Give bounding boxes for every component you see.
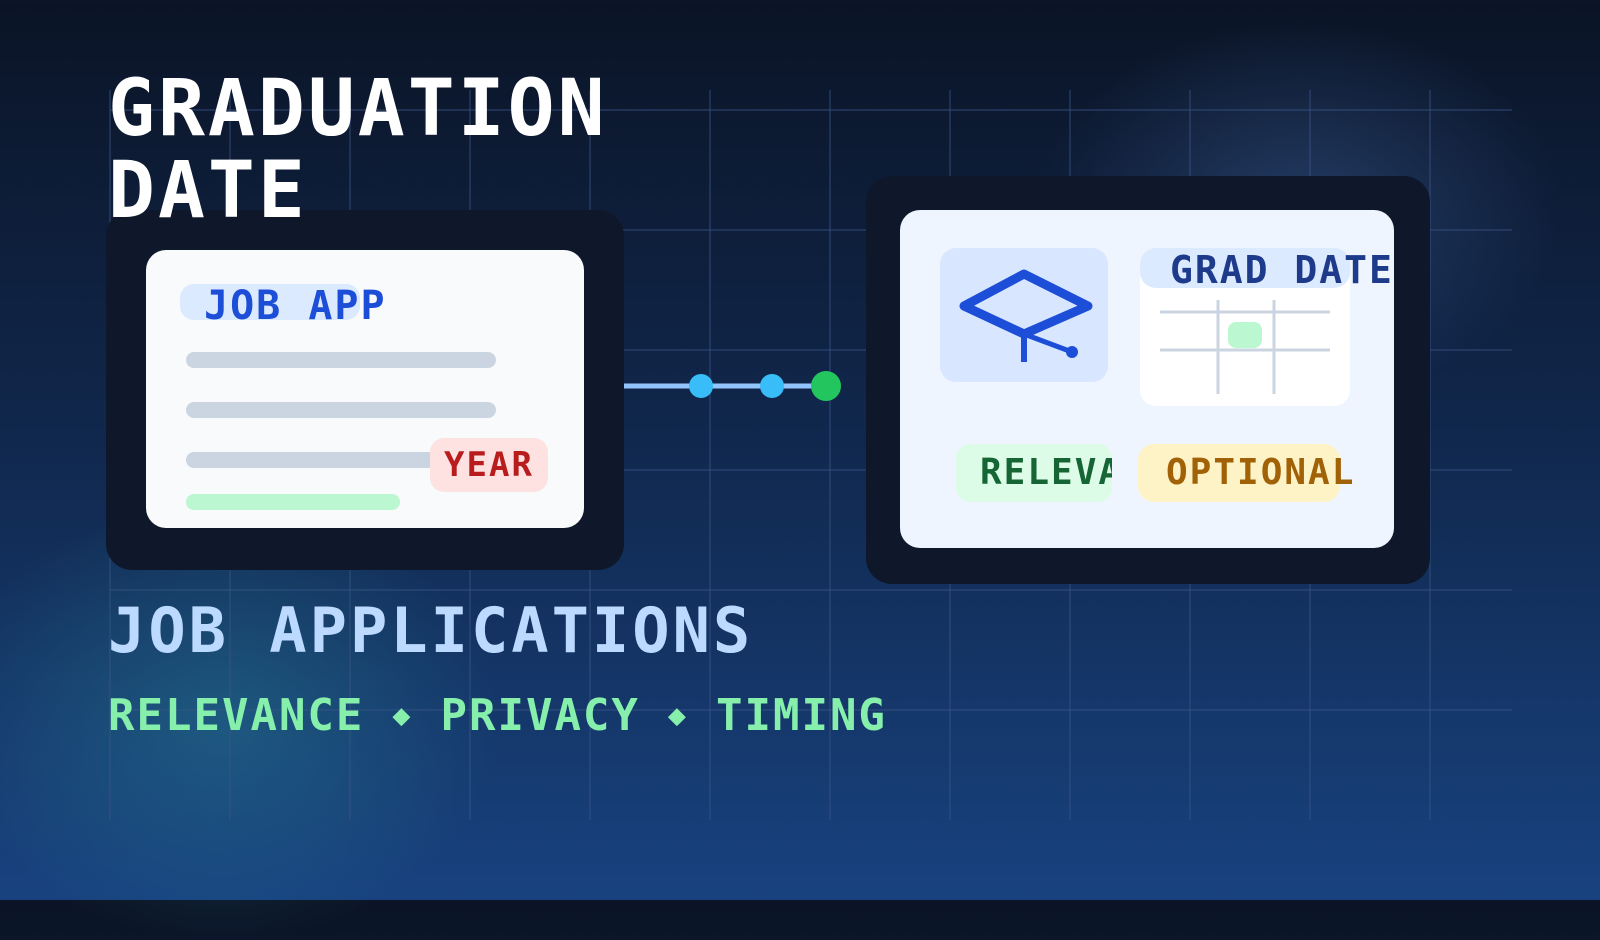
topic-privacy: PRIVACY xyxy=(440,690,640,741)
topic-relevance: RELEVANCE xyxy=(108,690,365,741)
connector-dot-active xyxy=(811,371,841,401)
job-app-card: JOB APP YEAR xyxy=(106,210,624,570)
job-app-chip-label: JOB APP xyxy=(204,283,387,329)
connector-dot xyxy=(760,374,784,398)
graduation-info-card: GRAD DATE RELEVANT OPTIONAL xyxy=(866,176,1430,584)
text-line-placeholder xyxy=(186,452,446,468)
optional-tag: OPTIONAL xyxy=(1138,444,1353,502)
page-title: GRADUATION DATE xyxy=(108,68,608,232)
title-line-2: DATE xyxy=(108,146,308,236)
diamond-separator-icon: ◆ xyxy=(392,698,413,733)
job-app-chip xyxy=(180,284,360,320)
connector-line xyxy=(624,371,841,401)
subtitle: JOB APPLICATIONS xyxy=(108,594,754,667)
graduation-cap-icon xyxy=(959,269,1093,362)
cap-tile xyxy=(940,248,1108,382)
year-tag: YEAR xyxy=(430,438,548,492)
grad-date-label: GRAD DATE xyxy=(1170,248,1394,292)
connector-dot xyxy=(689,374,713,398)
text-line-placeholder xyxy=(186,352,496,368)
title-line-1: GRADUATION xyxy=(108,64,608,154)
text-line-placeholder xyxy=(186,402,496,418)
grad-date-chip xyxy=(1140,248,1350,288)
topic-list: RELEVANCE ◆ PRIVACY ◆ TIMING xyxy=(108,688,887,742)
graduation-info-panel: GRAD DATE RELEVANT OPTIONAL xyxy=(900,210,1394,548)
highlight-line-placeholder xyxy=(186,494,400,510)
job-app-document: JOB APP YEAR xyxy=(146,250,584,528)
calendar-tile: GRAD DATE xyxy=(1140,248,1392,406)
calendar-icon xyxy=(1160,300,1330,394)
topic-timing: TIMING xyxy=(715,690,887,741)
relevant-tag: RELEVANT xyxy=(956,444,1112,502)
diamond-separator-icon: ◆ xyxy=(667,698,688,733)
background-glow-bottom-left xyxy=(0,500,500,940)
